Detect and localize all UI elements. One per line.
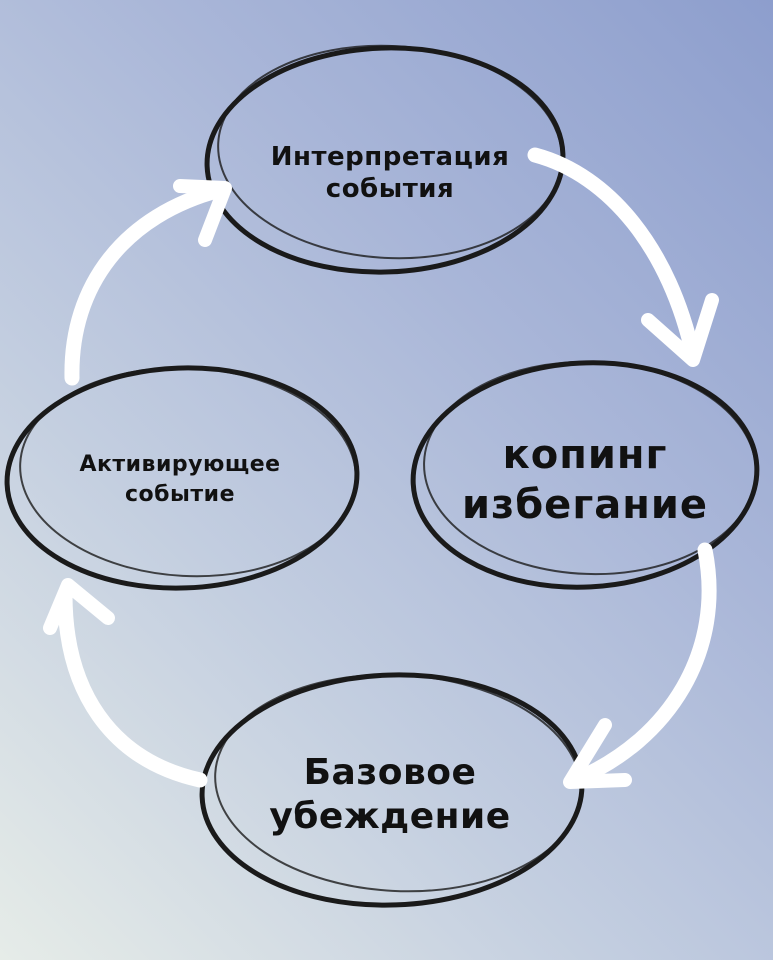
node-label-interpretation-line1: Интерпретация (270, 142, 510, 172)
node-label-coping-line2: избегание (461, 482, 708, 528)
arrow-belief-to-activating (43, 578, 208, 788)
node-label-coping: копинг избегание (415, 420, 755, 540)
node-label-interpretation-line2: события (325, 174, 455, 204)
node-label-coping-line1: копинг (502, 432, 668, 478)
node-label-activating-line1: Активирующее (79, 452, 281, 477)
node-ellipse-coping (410, 360, 760, 590)
node-label-activating: Активирующее событие (20, 440, 340, 520)
node-label-belief-line2: убеждение (269, 796, 511, 837)
node-ellipse-activating (4, 365, 360, 591)
arrow-activating-to-interpretation (64, 179, 232, 386)
arrow-coping-to-belief (563, 542, 717, 789)
node-label-belief: Базовое убеждение (200, 745, 580, 845)
node-label-interpretation: Интерпретация события (230, 128, 550, 218)
node-label-belief-line1: Базовое (303, 752, 477, 793)
node-label-activating-line2: событие (125, 482, 235, 507)
arrow-interpretation-to-coping (527, 147, 719, 367)
